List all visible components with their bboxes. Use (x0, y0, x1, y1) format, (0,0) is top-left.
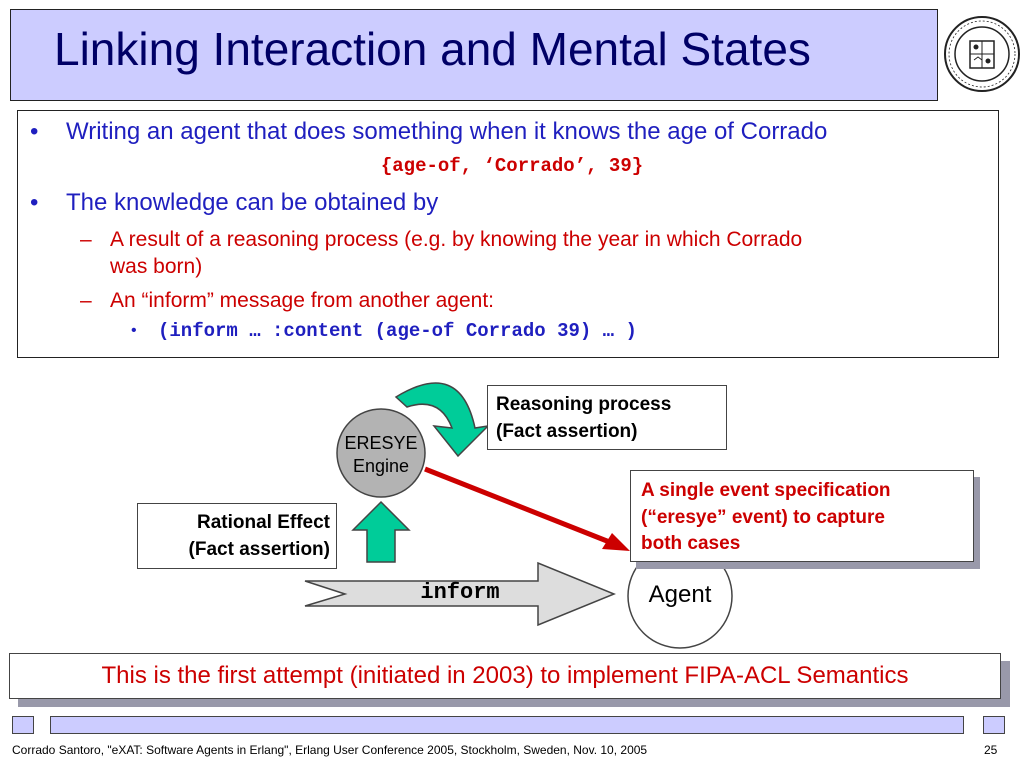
event-line2: (“eresye” event) to capture (641, 506, 885, 528)
code-age-of: {age-of, ‘Corrado’, 39} (380, 155, 644, 177)
bullet-marker: • (30, 189, 39, 216)
event-line1: A single event specification (641, 480, 891, 501)
rational-line1: Rational Effect (196, 512, 330, 533)
footer-citation: Corrado Santoro, "eXAT: Software Agents … (12, 743, 648, 757)
rational-effect-box: Rational Effect (Fact assertion) (137, 503, 337, 569)
red-arrow-head (602, 533, 630, 551)
bullet-marker: • (30, 118, 39, 145)
title-bar (10, 9, 938, 101)
event-specification-box: A single event specification (“eresye” e… (630, 470, 974, 562)
red-arrow-line (424, 466, 613, 546)
bullet-writing-agent: Writing an agent that does something whe… (66, 118, 828, 145)
footer-right-block (983, 716, 1005, 734)
green-up-arrow (351, 500, 411, 563)
bullet-marker-small: • (131, 322, 137, 339)
curved-green-arrow (394, 382, 491, 458)
inform-label: inform (420, 580, 500, 605)
footer-middle-bar (50, 716, 964, 734)
footer-left-block (12, 716, 34, 734)
bullet-knowledge-obtained: The knowledge can be obtained by (66, 189, 439, 216)
eresye-engine-label: ERESYE Engine (337, 432, 425, 477)
eresye-engine-node (336, 408, 426, 498)
inform-arrow (304, 561, 616, 627)
rational-line2: (Fact assertion) (188, 538, 330, 560)
event-line3: both cases (641, 533, 741, 555)
sub-reasoning-line1: A result of a reasoning process (e.g. by… (110, 228, 803, 251)
sub-inform-message: An “inform” message from another agent: (110, 289, 495, 312)
reasoning-line2: (Fact assertion) (496, 420, 638, 442)
fipa-acl-banner: This is the first attempt (initiated in … (9, 653, 1001, 699)
code-inform: (inform … :content (age-of Corrado 39) …… (158, 320, 637, 342)
page-number: 25 (984, 743, 998, 757)
reasoning-process-box: Reasoning process (Fact assertion) (487, 385, 727, 450)
content-panel (17, 110, 999, 358)
sub-reasoning-line2: was born) (110, 255, 203, 278)
reasoning-line1: Reasoning process (496, 394, 672, 415)
slide-title: Linking Interaction and Mental States (54, 23, 811, 75)
dash-marker: – (80, 289, 92, 312)
eresye-label-line2: Engine (352, 455, 410, 476)
dash-marker: – (80, 228, 92, 251)
agent-label: Agent (648, 581, 712, 608)
eresye-label-line1: ERESYE (344, 433, 418, 453)
university-seal-icon (944, 16, 1020, 92)
